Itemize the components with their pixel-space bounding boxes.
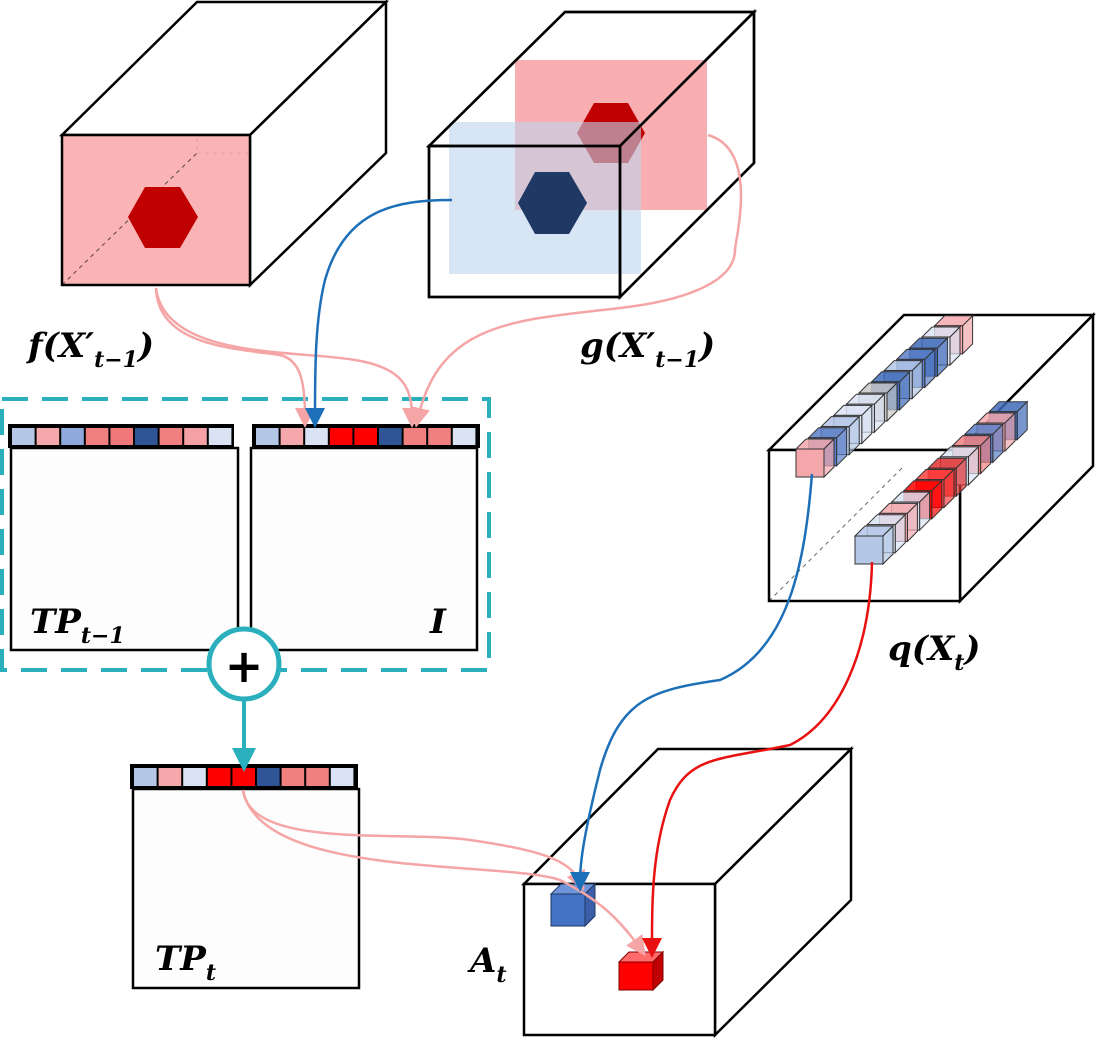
tp-prev-matrix	[8, 424, 240, 652]
vector-cell	[207, 768, 231, 786]
blue-attention-cell	[549, 882, 597, 928]
a-t-label: At	[467, 941, 507, 988]
vector-cell	[158, 768, 182, 786]
vector-cell	[256, 428, 279, 445]
feature-cell	[794, 437, 836, 479]
g-feature-cube	[425, 8, 758, 301]
add-operator: +	[206, 626, 282, 702]
identity-matrix	[249, 424, 480, 652]
tp-t-vector	[134, 768, 354, 786]
vector-cell	[452, 428, 476, 445]
vector-cell	[306, 768, 329, 786]
vector-cell	[403, 428, 427, 445]
vector-cell	[305, 428, 328, 445]
vector-cell	[134, 768, 157, 786]
hexagon-red-icon	[128, 187, 198, 248]
vector-cell	[159, 428, 183, 445]
vector-cell	[184, 428, 207, 445]
vector-cell	[280, 428, 304, 445]
feature-cell	[853, 524, 895, 566]
tp-prev-vector	[12, 428, 232, 445]
vector-cell	[428, 428, 451, 445]
vector-cell	[183, 768, 206, 786]
feature-column-right	[853, 400, 1029, 566]
identity-vector	[256, 428, 476, 445]
vector-cell	[61, 428, 84, 445]
vector-cell	[329, 428, 353, 445]
g-label: g(X′t−1)	[580, 326, 715, 373]
vector-cell	[110, 428, 133, 445]
vector-cell	[330, 768, 354, 786]
vector-cell	[257, 768, 280, 786]
f-label: f(X′t−1)	[26, 326, 154, 373]
vector-cell	[354, 428, 377, 445]
vector-cell	[85, 428, 109, 445]
vector-cell	[379, 428, 402, 445]
vector-cell	[36, 428, 60, 445]
feature-column-left	[794, 314, 974, 479]
q-feature-cube	[765, 311, 1096, 605]
vector-cell	[12, 428, 35, 445]
vector-cell	[232, 768, 255, 786]
tp-t-matrix	[130, 764, 361, 990]
vector-cell	[135, 428, 158, 445]
vector-cell	[281, 768, 305, 786]
flow-arrows	[154, 133, 874, 958]
vector-cell	[208, 428, 232, 445]
tp-t-label: TPt	[155, 939, 216, 986]
hexagon-blue-icon	[518, 172, 587, 234]
tp-prev-label: TPt−1	[30, 602, 125, 649]
attention-cube	[520, 745, 855, 1039]
plus-icon: +	[225, 639, 264, 693]
q-label: q(Xt)	[888, 629, 981, 676]
red-attention-cell	[617, 950, 665, 992]
identity-label: I	[429, 602, 447, 642]
f-feature-cube	[58, 0, 390, 288]
